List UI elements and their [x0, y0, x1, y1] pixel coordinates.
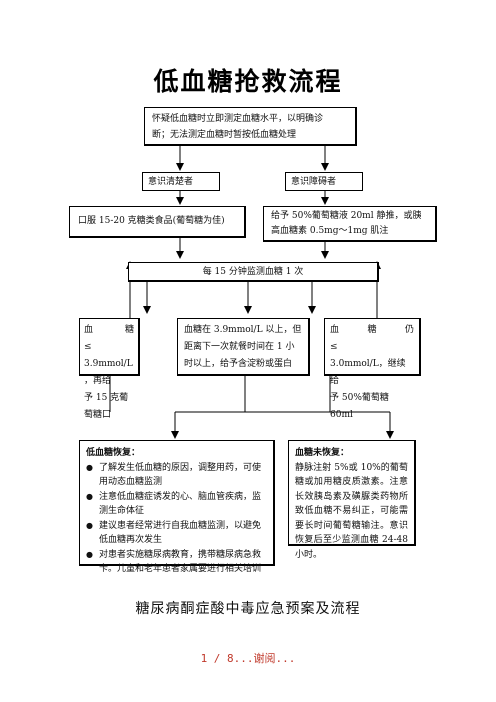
- recovered-item: 建议患者经常进行自我血糖监测，以避免低血糖再次发生: [86, 519, 267, 548]
- treatment-iv: 给予 50%葡萄糖液 20ml 静推，或胰 高血糖素 0.5mg～1mg 肌注: [263, 206, 437, 242]
- result-low-glucose: 血 糖 ≤ 3.9mmol/L ，再给 予 15 克葡萄糖口: [79, 318, 153, 420]
- result-still-low-line2: 3.0mmol/L，继续给: [330, 359, 406, 386]
- step-measure-glucose-line2: 断；无法测定血糖时暂按低血糖处理: [152, 130, 297, 140]
- recovered-panel: 低血糖恢复： 了解发生低血糖的原因，调整用药，可使用动态血糖监测 注意低血糖症诱…: [79, 440, 275, 574]
- result-low-line1: 血 糖 ≤: [84, 325, 153, 352]
- treatment-oral: 口服 15-20 克糖类食品(葡萄糖为佳): [69, 206, 246, 238]
- step-measure-glucose: 怀疑低血糖时立即测定血糖水平，以明确诊 断；无法测定血糖时暂按低血糖处理: [144, 107, 357, 146]
- result-still-low-glucose: 血 糖 仍 ≤ 3.0mmol/L，继续给 予 50%葡萄糖 60ml: [324, 318, 433, 420]
- next-section-title: 糖尿病酮症酸中毒应急预案及流程: [135, 601, 361, 617]
- treatment-oral-text: 口服 15-20 克糖类食品(葡萄糖为佳): [78, 216, 225, 226]
- branch-unconscious-label: 意识障碍者: [291, 177, 337, 187]
- branch-conscious: 意识清楚者: [142, 172, 220, 191]
- recovered-item: 注意低血糖症诱发的心、脑血管疾病，监测生命体征: [86, 490, 267, 519]
- monitor-every-15min: 每 15 分钟监测血糖 1 次: [128, 262, 379, 282]
- monitor-label: 每 15 分钟监测血糖 1 次: [202, 267, 304, 277]
- recovered-item: 了解发生低血糖的原因，调整用药，可使用动态血糖监测: [86, 461, 267, 490]
- not-recovered-panel: 血糖未恢复： 静脉注射 5%或 10%的葡萄糖或加用糖皮质激素。注意长效胰岛素及…: [288, 440, 416, 560]
- result-still-low-line3: 予 50%葡萄糖 60ml: [330, 393, 389, 420]
- result-low-line2: 3.9mmol/L ，再给: [84, 359, 133, 386]
- not-recovered-heading: 血糖未恢复：: [295, 448, 350, 458]
- branch-unconscious: 意识障碍者: [285, 172, 363, 191]
- result-normal-line2: 距离下一次就餐时间在 1 小: [184, 342, 295, 352]
- not-recovered-text: 静脉注射 5%或 10%的葡萄糖或加用糖皮质激素。注意长效胰岛素及磺脲类药物所致…: [295, 462, 408, 560]
- treatment-iv-line1: 给予 50%葡萄糖液 20ml 静推，或胰: [271, 211, 422, 221]
- treatment-iv-line2: 高血糖素 0.5mg～1mg 肌注: [271, 226, 389, 236]
- result-still-low-line1: 血 糖 仍 ≤: [330, 325, 433, 352]
- step-measure-glucose-line1: 怀疑低血糖时立即测定血糖水平，以明确诊: [152, 114, 324, 124]
- recovered-list: 了解发生低血糖的原因，调整用药，可使用动态血糖监测 注意低血糖症诱发的心、脑血管…: [86, 461, 267, 577]
- result-low-line3: 予 15 克葡萄糖口: [84, 393, 129, 420]
- result-normal-line1: 血糖在 3.9mmol/L 以上，但: [184, 325, 302, 335]
- page-title: 低血糖抢救流程: [153, 67, 343, 96]
- result-normal-line3: 时以上，给予含淀粉或蛋白: [184, 359, 293, 369]
- branch-conscious-label: 意识清楚者: [148, 177, 194, 187]
- recovered-heading: 低血糖恢复：: [86, 448, 141, 458]
- result-normal-glucose: 血糖在 3.9mmol/L 以上，但 距离下一次就餐时间在 1 小 时以上，给予…: [177, 318, 310, 376]
- page-footer: 1 / 8...谢阅...: [200, 652, 296, 665]
- recovered-item: 对患者实施糖尿病教育，携带糖尿病急救卡。儿童和老年患者家属要进行相关培训: [86, 548, 267, 577]
